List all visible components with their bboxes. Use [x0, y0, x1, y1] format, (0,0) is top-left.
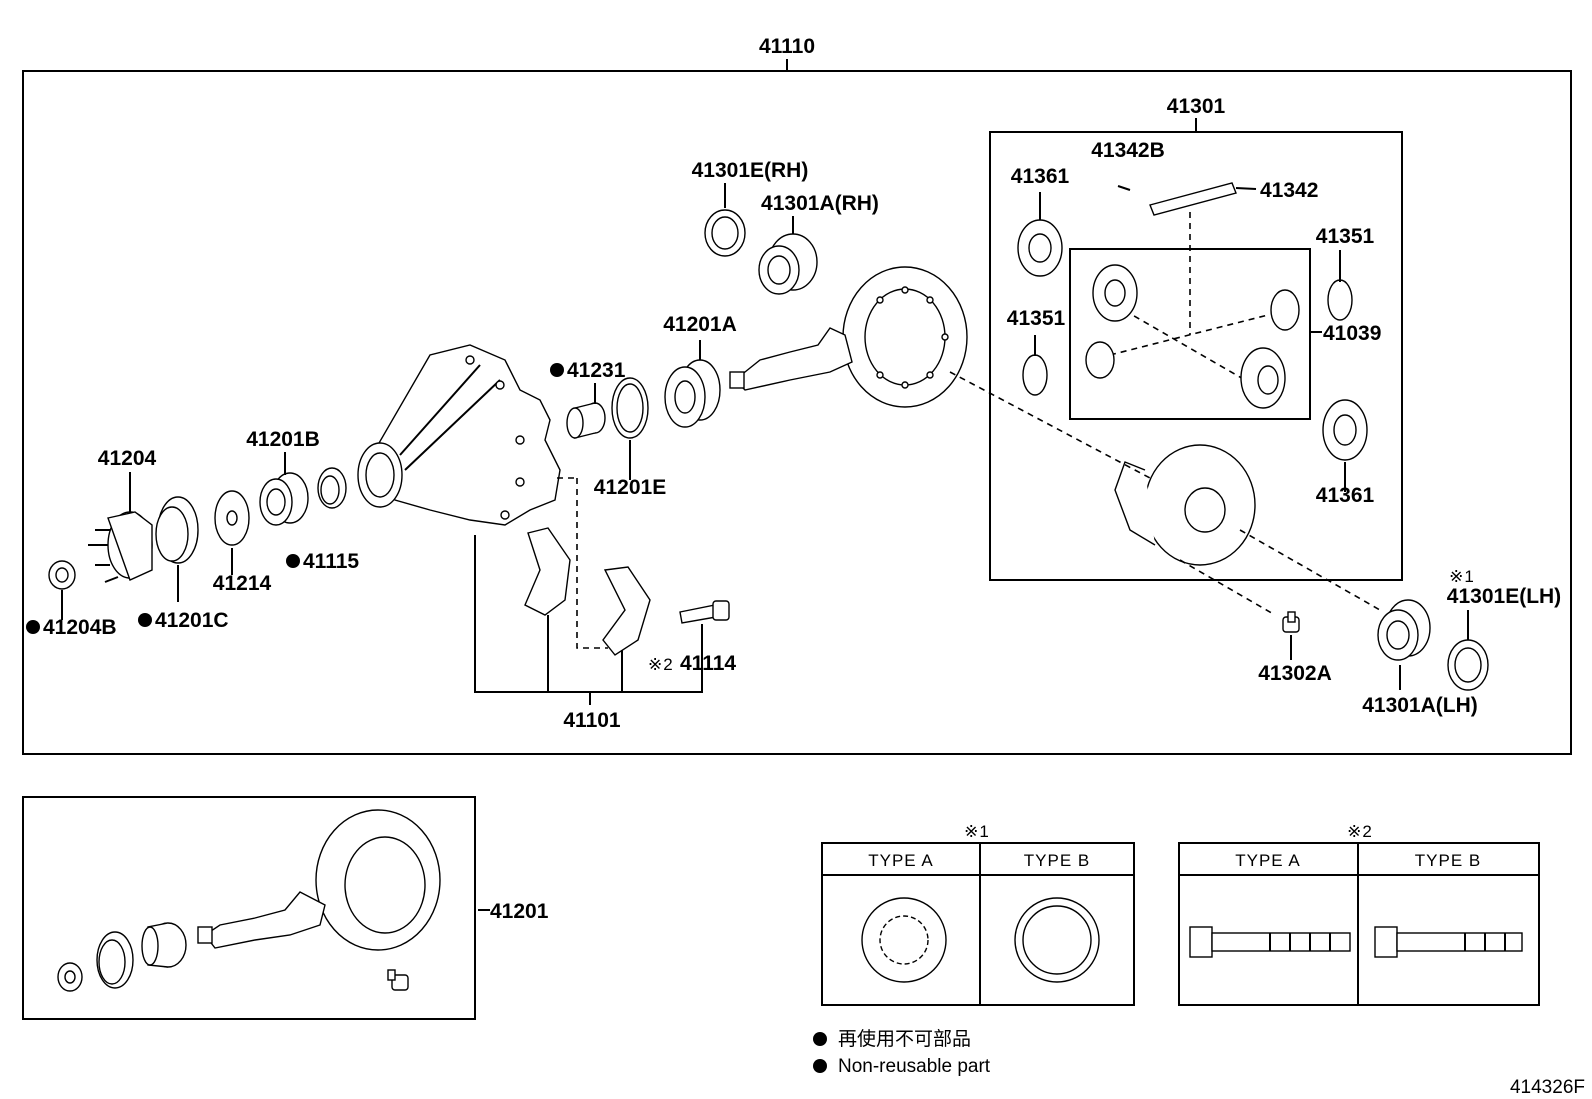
illustration-code: 414326F: [1510, 1077, 1585, 1098]
label-41301a-rh[interactable]: 41301A(RH): [761, 192, 879, 215]
ring-pinion-inset-drawing: [57, 809, 441, 992]
ring-gear-pinion-drawing: [729, 266, 968, 408]
label-41301[interactable]: 41301: [1167, 95, 1226, 118]
legend-dot-en: [813, 1059, 827, 1073]
type-table-2-col-b: TYPE B: [1415, 851, 1481, 870]
note-mark-2-41114: ※2: [648, 655, 674, 674]
bearing-lh-drawing: [1377, 599, 1431, 661]
label-41204[interactable]: 41204: [98, 447, 157, 470]
label-41342[interactable]: 41342: [1260, 179, 1318, 202]
note-mark-1-small: ※1: [1449, 567, 1475, 586]
type-table-1-mark: ※1: [964, 822, 990, 841]
label-41361-top[interactable]: 41361: [1011, 165, 1070, 188]
oil-seal-rh-drawing: [704, 209, 746, 257]
pinion-bearing-front-drawing: [664, 359, 721, 428]
oil-slinger-drawing: [317, 467, 347, 509]
label-41201a[interactable]: 41201A: [663, 313, 737, 336]
label-41201b[interactable]: 41201B: [246, 428, 320, 451]
label-41201e[interactable]: 41201E: [594, 476, 666, 499]
label-41114[interactable]: 41114: [680, 652, 736, 675]
ring-pinion-inset-frame: [22, 796, 476, 1020]
thrust-washer-left-drawing: [1022, 354, 1048, 396]
label-41351-left[interactable]: 41351: [1007, 307, 1066, 330]
type-table-2-mark: ※2: [1347, 822, 1373, 841]
pinion-bearing-rear-drawing: [259, 472, 309, 526]
bearing-cap-bolt-drawing: [679, 600, 730, 624]
label-41115[interactable]: 41115: [303, 550, 359, 573]
oil-seal-front-drawing: [155, 496, 199, 564]
bolt-type-a-drawing: [1189, 926, 1351, 958]
side-gear-right-drawing: [1240, 347, 1286, 409]
type-table-1-col-a: TYPE A: [868, 851, 934, 870]
deflector-drawing: [214, 490, 250, 546]
label-41361-bottom[interactable]: 41361: [1316, 484, 1375, 507]
label-41039[interactable]: 41039: [1323, 322, 1381, 345]
bearing-rh-drawing: [758, 233, 818, 295]
pinion-shaft-drawing: [1117, 182, 1257, 216]
label-41342b[interactable]: 41342B: [1091, 139, 1165, 162]
label-41231[interactable]: 41231: [567, 359, 626, 382]
label-41301a-lh[interactable]: 41301A(LH): [1362, 694, 1478, 717]
type-table-1: [821, 842, 1135, 1006]
type-table-1-col-b: TYPE B: [1024, 851, 1090, 870]
side-gear-left-drawing: [1092, 264, 1138, 322]
label-41301e-rh[interactable]: 41301E(RH): [692, 159, 809, 182]
companion-flange-drawing: [88, 511, 153, 583]
bolt-type-b-drawing: [1374, 926, 1523, 958]
label-41301e-lh[interactable]: 41301E(LH): [1447, 585, 1561, 608]
bearing-cap-right-drawing: [602, 566, 651, 656]
label-41214[interactable]: 41214: [213, 572, 272, 595]
ring-gear-bolt-drawing: [1282, 611, 1300, 633]
pinion-gear-left-drawing: [1085, 341, 1115, 379]
label-41110[interactable]: 41110: [759, 35, 815, 58]
seal-type-b-drawing: [1014, 897, 1100, 983]
bearing-cap-left-drawing: [524, 527, 571, 616]
flange-nut-drawing: [48, 560, 76, 590]
differential-case-drawing: [1114, 444, 1256, 566]
carrier-housing-drawing: [357, 344, 561, 526]
label-41351-right[interactable]: 41351: [1316, 225, 1375, 248]
label-41302a[interactable]: 41302A: [1258, 662, 1332, 685]
label-41201c[interactable]: 41201C: [155, 609, 229, 632]
label-41201[interactable]: 41201: [490, 900, 549, 923]
legend-jp: 再使用不可部品: [838, 1028, 971, 1050]
thrust-washer-bottom-drawing: [1322, 399, 1368, 461]
assembly-frame: [22, 70, 1572, 755]
spacer-drawing: [566, 402, 606, 439]
oil-seal-lh-drawing: [1447, 639, 1489, 691]
label-41101[interactable]: 41101: [563, 709, 621, 732]
seal-type-a-drawing: [861, 897, 947, 983]
pinion-gear-right-drawing: [1270, 289, 1300, 331]
thrust-washer-top-drawing: [1017, 219, 1063, 277]
type-table-2-col-a: TYPE A: [1235, 851, 1301, 870]
thrust-washer-right-drawing: [1327, 279, 1353, 321]
legend-en: Non-reusable part: [838, 1056, 991, 1077]
legend-dot-jp: [813, 1032, 827, 1046]
label-41204b[interactable]: 41204B: [43, 616, 117, 639]
